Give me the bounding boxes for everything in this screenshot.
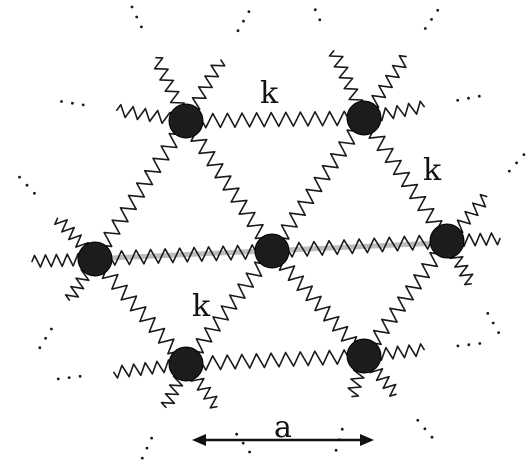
continuation-dot <box>71 101 74 105</box>
continuation-dot <box>140 456 144 460</box>
spring-bond <box>201 349 349 371</box>
continuation-dot <box>491 321 495 325</box>
continuation-dot <box>486 312 490 315</box>
continuation-dot <box>497 331 500 334</box>
continuation-dot <box>241 441 245 445</box>
continuation-dot <box>507 169 511 173</box>
dangling-spring <box>160 375 184 409</box>
dangling-spring <box>460 232 501 247</box>
continuation-dot <box>235 432 239 436</box>
dangling-spring <box>191 59 226 110</box>
continuation-dot <box>67 376 71 379</box>
continuation-dot <box>78 374 82 378</box>
continuation-dot <box>313 8 317 12</box>
dangling-spring <box>449 252 474 286</box>
continuation-dot <box>456 98 460 102</box>
spring-bond <box>372 251 439 346</box>
continuation-dot <box>130 5 134 9</box>
dangling-spring <box>116 103 173 125</box>
continuation-dot <box>56 377 60 381</box>
dangling-spring <box>113 359 173 379</box>
continuation-dot <box>145 446 149 450</box>
atom-mid-center <box>254 233 290 269</box>
continuation-dot <box>477 94 481 98</box>
continuation-dot <box>430 18 433 21</box>
continuation-dot <box>478 342 482 345</box>
dangling-springs <box>31 50 501 409</box>
atom-top-left <box>168 103 204 139</box>
continuation-dot <box>456 344 460 348</box>
continuation-dot <box>416 418 420 422</box>
dangling-spring <box>64 269 90 301</box>
spring-constant-label-right: k <box>423 153 442 188</box>
atom-bottom-right <box>346 338 382 374</box>
spring-bond <box>368 130 443 229</box>
continuation-dot <box>423 427 427 431</box>
continuation-dot <box>467 343 471 347</box>
spring-bond <box>194 261 264 354</box>
dangling-spring <box>371 54 407 109</box>
continuation-dots <box>18 5 526 460</box>
continuation-dot <box>81 103 85 107</box>
dangling-spring <box>369 365 397 397</box>
dangling-spring <box>377 100 425 122</box>
continuation-dot <box>25 183 29 187</box>
continuation-dot <box>515 161 518 165</box>
dangling-spring <box>455 193 488 234</box>
continuation-dot <box>318 18 322 22</box>
spring-constant-label-top: k <box>260 76 279 111</box>
dangling-spring <box>328 50 364 106</box>
continuation-dot <box>140 25 143 29</box>
lattice-atoms <box>77 100 465 382</box>
continuation-dot <box>60 100 63 103</box>
spacing-arrow <box>192 434 374 446</box>
continuation-dot <box>242 19 245 23</box>
continuation-dot <box>236 29 240 33</box>
spring-constant-label-lower: k <box>192 289 211 324</box>
spring-bond <box>280 129 356 240</box>
continuation-dot <box>248 450 252 454</box>
spring-bond <box>278 262 358 345</box>
continuation-dot <box>334 448 338 452</box>
dangling-spring <box>347 368 365 398</box>
continuation-dot <box>50 327 53 331</box>
dangling-spring <box>54 217 89 250</box>
atom-mid-right <box>429 223 465 259</box>
continuation-dot <box>423 27 427 30</box>
lattice-spacing-label: a <box>274 410 292 445</box>
atom-mid-left <box>77 241 113 277</box>
continuation-dot <box>436 8 440 12</box>
continuation-dot <box>340 427 344 431</box>
dangling-spring <box>190 374 218 409</box>
continuation-dot <box>135 15 139 19</box>
spring-bond <box>190 133 264 240</box>
continuation-dot <box>150 436 154 440</box>
continuation-dot <box>38 346 42 350</box>
spring-bond <box>103 132 178 248</box>
spring-bond <box>201 110 349 129</box>
atom-top-right <box>346 100 382 136</box>
dangling-spring <box>31 252 82 268</box>
dangling-spring <box>153 56 185 110</box>
continuation-dot <box>44 336 47 340</box>
continuation-dot <box>33 191 36 195</box>
continuation-dot <box>247 10 251 14</box>
atom-bottom-left <box>168 346 204 382</box>
continuation-dot <box>467 96 470 100</box>
dangling-spring <box>377 343 425 361</box>
continuation-dot <box>18 175 21 179</box>
spring-bond <box>101 270 177 355</box>
continuation-dot <box>430 435 434 439</box>
spring-bond <box>287 234 432 258</box>
continuation-dot <box>522 153 526 157</box>
spring-bond <box>110 244 257 266</box>
